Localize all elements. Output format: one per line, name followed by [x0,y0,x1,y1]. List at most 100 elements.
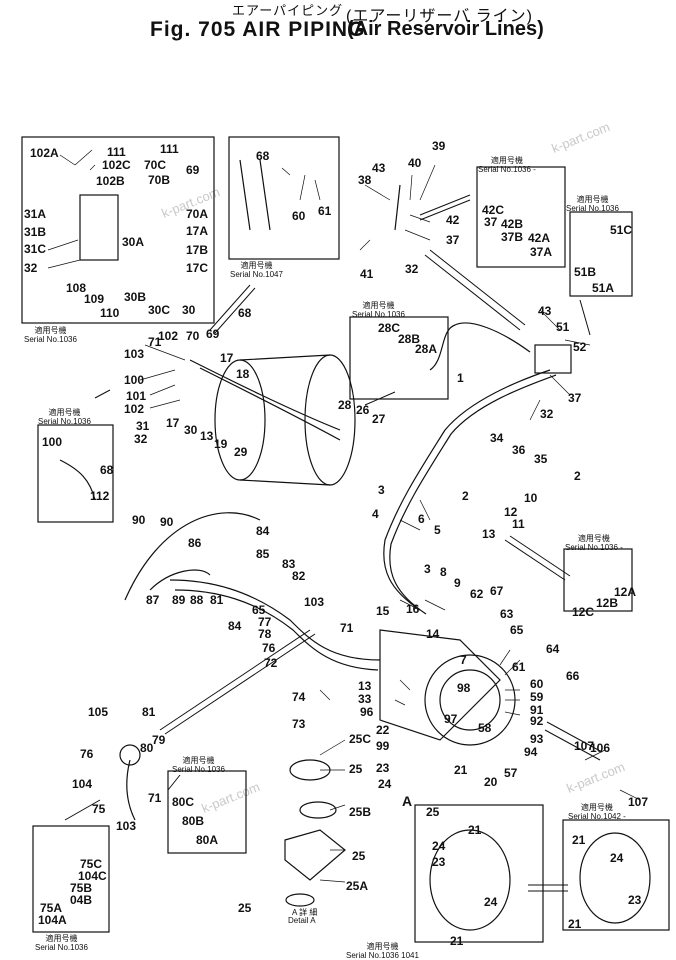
part-label: 42B [501,217,524,231]
part-label: 1 [457,371,464,385]
part-label: 52 [573,340,587,354]
part-label: 21 [450,934,464,948]
part-label: 43 [538,304,552,318]
inset-box-28 [349,316,449,400]
part-label: 92 [530,714,544,728]
part-label: 68 [100,463,114,477]
part-label: 102 [158,329,179,343]
part-label: 25 [426,805,440,819]
part-label: 70A [186,207,209,221]
part-label: 37 [484,215,498,229]
part-label: 66 [566,669,580,683]
part-label: 17 [166,416,180,430]
part-label: 102C [102,158,131,172]
part-label: 59 [530,690,544,704]
part-label: 77 [258,615,272,629]
detail-caption-jp: A 詳 細 [292,908,318,917]
part-label: 76 [80,747,94,761]
part-label: 37B [501,230,524,244]
inset-box-75 [32,825,110,933]
part-label: 70 [186,329,200,343]
inset-box-serial-1047 [228,136,340,260]
part-label: 25C [349,732,372,746]
part-label: 8 [440,565,447,579]
part-label: 17C [186,261,209,275]
part-label: 111 [160,142,179,156]
part-label: 27 [372,412,386,426]
part-label: 18 [236,367,250,381]
part-label: 37 [568,391,582,405]
part-label: 31A [24,207,47,221]
part-label: 12A [614,585,637,599]
part-label: 30 [182,303,196,317]
part-label: 85 [256,547,270,561]
figure-title: Fig. 705 AIR PIPING [150,18,366,41]
part-label: 26 [356,403,370,417]
part-label: 63 [500,607,514,621]
part-label: 12 [504,505,518,519]
part-label: 30 [184,423,198,437]
part-label: 75C [80,857,103,871]
inset-box-detail-right [562,819,670,931]
part-label: 104C [78,869,107,883]
part-label: 30A [122,235,145,249]
part-label: 41 [360,267,374,281]
part-label: 93 [530,732,544,746]
part-label: 28B [398,332,421,346]
part-label: 90 [132,513,146,527]
title-japanese-large: (エアーリザーバ ライン) [346,8,533,25]
part-label: 25B [349,805,372,819]
part-label: 9 [454,576,461,590]
part-label: 94 [524,745,538,759]
figure-subtitle: (Air Reservoir Lines) [347,18,544,40]
part-label: 43 [372,161,386,175]
part-label: 38 [358,173,372,187]
part-label: 82 [292,569,306,583]
inset-box-100 [37,424,114,523]
part-label: 7 [460,653,467,667]
part-label: 90 [160,515,174,529]
part-label: 107 [628,795,649,809]
part-label: 112 [90,489,110,503]
part-label: 69 [206,327,220,341]
part-label: 71 [148,335,162,349]
part-label: 30C [148,303,171,317]
part-label: 51B [574,265,597,279]
part-label: 21 [454,763,468,777]
part-label: 40 [408,156,422,170]
part-label: 101 [126,389,147,403]
part-label: 67 [490,584,504,598]
part-label: 79 [152,733,166,747]
part-label: 97 [444,712,458,726]
part-label: 13 [358,679,372,693]
part-label: 42 [446,213,460,227]
part-label: 2 [462,489,469,503]
part-label: 31B [24,225,47,239]
part-label: 105 [88,705,109,719]
inset-box-80 [167,770,247,854]
part-label: 11 [512,517,525,531]
part-label: 96 [360,705,374,719]
part-label: 81 [210,593,224,607]
part-label: 39 [432,139,446,153]
part-label: 33 [358,692,372,706]
part-label: 37A [530,245,553,259]
part-label: 91 [530,703,544,717]
part-label: 80B [182,814,205,828]
part-label: 32 [540,407,554,421]
part-label: 108 [66,281,87,295]
part-label: 75A [40,901,63,915]
part-label: 75 [92,802,106,816]
part-label: 83 [282,557,296,571]
part-label: 15 [376,604,390,618]
part-label: 22 [376,723,390,737]
part-label: 75B [70,881,93,895]
